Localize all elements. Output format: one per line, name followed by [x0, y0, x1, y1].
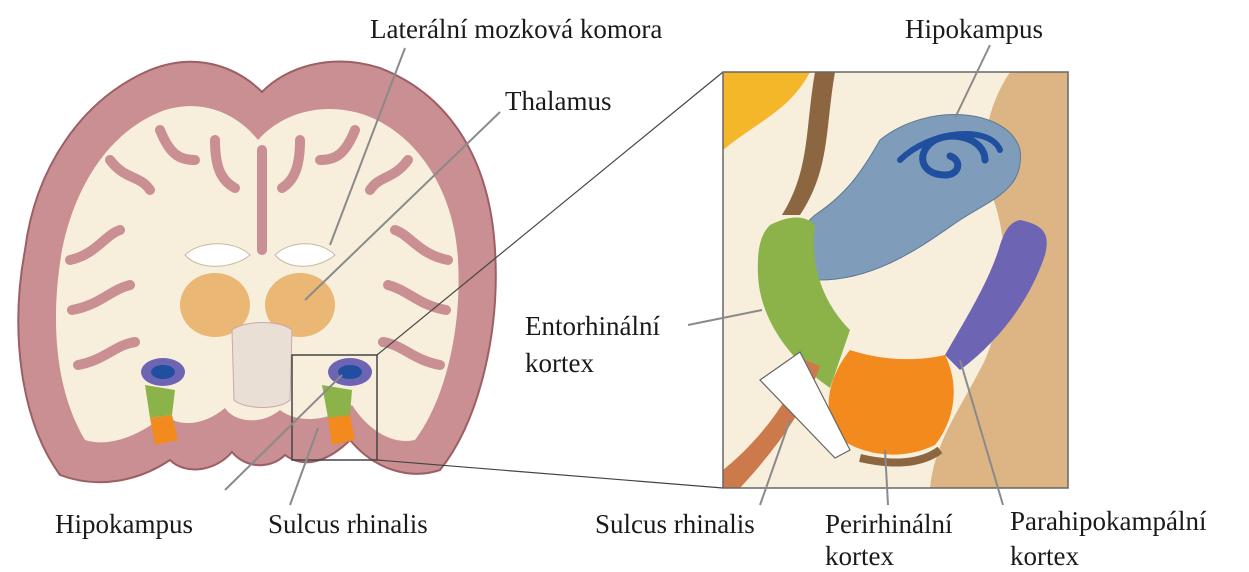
- label-parahippocampal-line1: Parahipokampální: [1010, 506, 1207, 536]
- hippocampus-right-core: [338, 365, 362, 379]
- label-hippocampus-top: Hipokampus: [905, 14, 1043, 44]
- label-hippocampus-bottom: Hipokampus: [55, 509, 193, 539]
- label-rhinal-sulcus-right: Sulcus rhinalis: [595, 509, 755, 539]
- hippocampus-left-core: [151, 365, 175, 379]
- brainstem: [232, 323, 292, 408]
- label-entorhinal-line2: kortex: [525, 348, 594, 378]
- perirhinal-zoom: [829, 350, 954, 455]
- label-entorhinal-line1: Entorhinální: [525, 311, 660, 341]
- label-lateral-ventricle: Laterální mozková komora: [370, 14, 662, 44]
- zoomed-temporal-lobe: [723, 72, 1068, 488]
- label-parahippocampal-line2: kortex: [1010, 541, 1079, 571]
- coronal-brain-section: [18, 62, 495, 483]
- label-perirhinal-line1: Perirhinální: [825, 509, 953, 539]
- label-thalamus: Thalamus: [505, 86, 611, 116]
- entorhinal-left: [145, 385, 175, 418]
- label-rhinal-sulcus-left: Sulcus rhinalis: [268, 509, 428, 539]
- label-perirhinal-line2: kortex: [825, 541, 894, 571]
